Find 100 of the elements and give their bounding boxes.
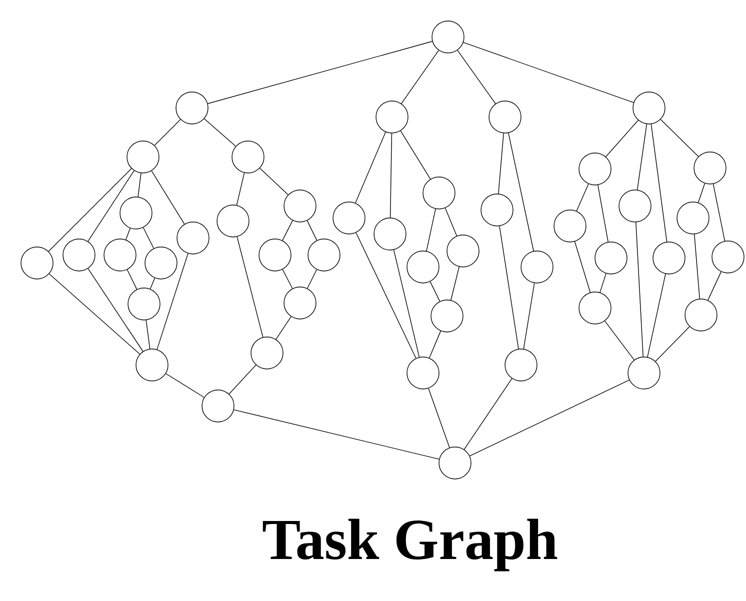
edge-line <box>150 278 156 290</box>
edge-line <box>636 222 644 358</box>
edge-line <box>306 269 318 289</box>
task-circle <box>20 246 54 280</box>
task-circle <box>652 242 686 274</box>
edge-line <box>712 184 726 242</box>
edge-line <box>636 124 648 190</box>
task-circle <box>62 238 96 272</box>
task-circle <box>618 190 652 222</box>
edge-line <box>426 208 436 252</box>
edge-line <box>88 268 144 352</box>
task-circle <box>136 348 168 382</box>
edge-line <box>48 168 132 252</box>
edge-line <box>655 326 690 362</box>
task-circle <box>480 194 514 226</box>
task-circle <box>126 140 160 174</box>
task-circle <box>712 240 744 274</box>
task-circle <box>520 250 554 284</box>
edge-line <box>698 183 706 203</box>
edge-line <box>282 220 293 241</box>
edge-line <box>356 232 416 359</box>
edge-line <box>154 119 181 146</box>
edge-line <box>660 119 699 157</box>
edge-line <box>499 226 519 350</box>
edge-line <box>166 373 204 398</box>
edge-line <box>355 132 386 204</box>
edge-line <box>469 380 630 456</box>
task-circle <box>676 202 710 234</box>
edge-line <box>151 170 185 224</box>
edge-line <box>523 282 535 350</box>
task-circle <box>594 242 628 274</box>
task-circle <box>284 286 316 320</box>
task-circle <box>104 238 136 272</box>
task-circle <box>374 218 406 250</box>
edge-line <box>463 42 634 103</box>
edge-line <box>138 172 142 198</box>
task-circle <box>128 288 160 320</box>
edge-line <box>576 184 589 212</box>
edge-line <box>204 118 236 147</box>
edge-line <box>428 388 450 448</box>
edge-line <box>457 50 496 104</box>
task-circle <box>422 176 456 210</box>
task-circle <box>176 92 208 124</box>
task-circle <box>430 300 464 332</box>
edge-line <box>282 269 293 289</box>
task-circle <box>694 152 726 184</box>
edge-line <box>708 271 722 301</box>
edge-line <box>600 273 606 293</box>
edge-line <box>236 236 264 338</box>
edge-line <box>450 266 460 300</box>
edge-line <box>228 364 256 394</box>
task-circle <box>406 356 440 390</box>
edge-line <box>604 320 635 360</box>
task-circle <box>628 356 660 390</box>
edge-line <box>694 234 700 300</box>
edge-line <box>236 172 245 206</box>
edge-line <box>429 330 442 358</box>
task-circle <box>120 196 152 230</box>
edge-line <box>125 228 131 240</box>
task-circle <box>176 222 210 254</box>
edge-line <box>146 320 150 350</box>
edge-line <box>606 120 639 158</box>
edge-line <box>207 41 433 104</box>
task-circle <box>258 238 292 272</box>
edge-line <box>508 132 534 252</box>
task-circle <box>232 140 264 174</box>
edge-line <box>156 253 188 350</box>
task-circle <box>216 204 250 238</box>
task-circle <box>202 390 234 422</box>
task-circle <box>632 92 666 124</box>
edge-line <box>393 250 420 358</box>
edge-line <box>234 409 440 460</box>
task-circle <box>332 202 366 234</box>
edge-line <box>142 227 154 249</box>
edge-line <box>574 241 591 293</box>
edge-line <box>48 273 140 354</box>
edge-line <box>430 281 440 302</box>
edge-line <box>306 220 318 241</box>
edge-line <box>260 168 288 196</box>
task-circle <box>684 298 718 332</box>
task-circle <box>438 446 472 480</box>
task-circle <box>144 246 178 280</box>
edge-line <box>444 208 458 236</box>
edge-line <box>498 132 504 194</box>
task-circle <box>432 20 464 54</box>
task-circle <box>578 152 612 186</box>
task-circle <box>284 190 316 222</box>
task-circle <box>406 250 440 284</box>
task-circle <box>250 336 284 370</box>
edge-line <box>400 130 431 180</box>
edge-line <box>647 274 666 358</box>
edge-line <box>401 50 439 104</box>
edge-line <box>390 133 392 218</box>
task-circle <box>488 100 522 134</box>
edge-line <box>598 184 608 242</box>
task-circle <box>376 100 408 134</box>
title: Task Graph <box>262 518 558 572</box>
task-circle <box>308 238 340 272</box>
edge-line <box>650 124 668 242</box>
task-circle <box>578 292 612 324</box>
